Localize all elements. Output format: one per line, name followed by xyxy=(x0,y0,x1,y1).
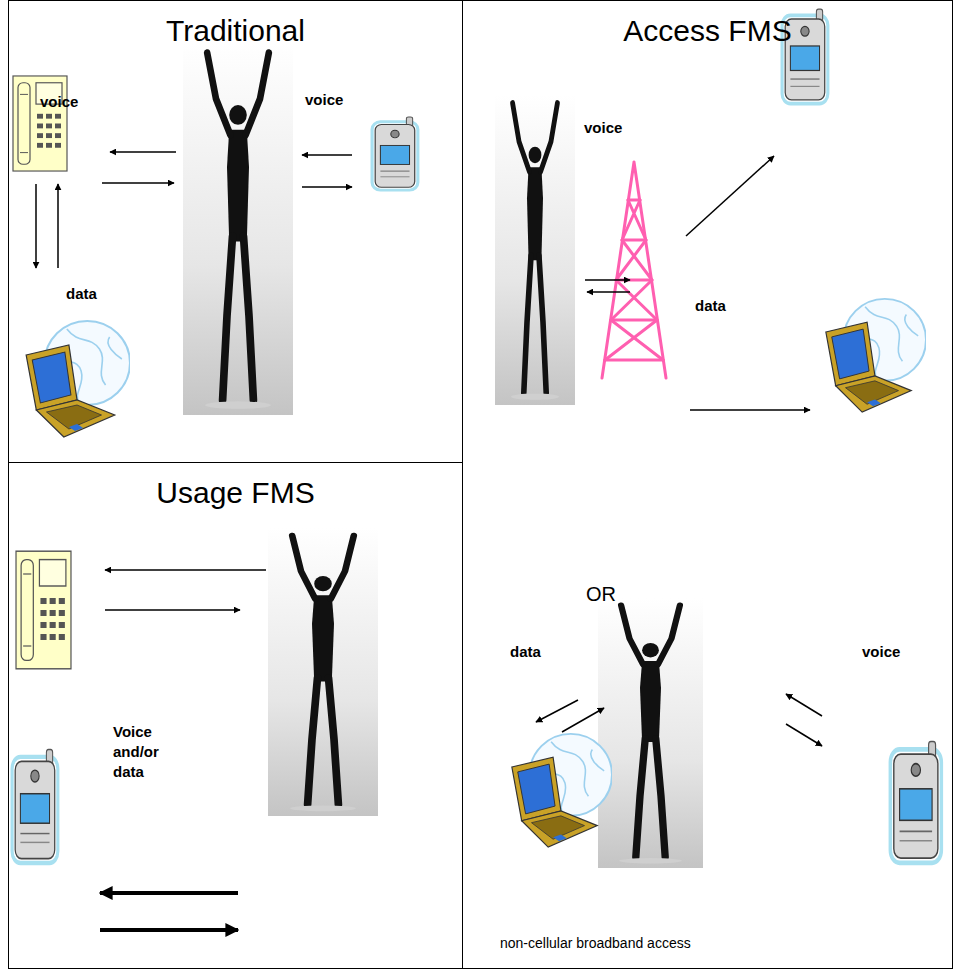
panel-title: Usage FMS xyxy=(9,463,462,511)
channel-label: data xyxy=(66,284,97,303)
mobile-phone-icon xyxy=(890,742,941,863)
person-figure xyxy=(183,43,293,415)
person-figure xyxy=(268,528,378,816)
panel-title: Access FMS xyxy=(463,1,952,49)
panel-title: Traditional xyxy=(9,1,462,49)
channel-label: Voice and/or data xyxy=(113,722,171,782)
channel-label: voice xyxy=(305,90,343,109)
desk-phone-icon xyxy=(13,76,67,171)
desk-phone-icon xyxy=(16,551,71,669)
arrows xyxy=(536,694,822,746)
panel-box: Access FMS xyxy=(462,0,953,969)
laptop-globe-icon xyxy=(826,299,926,412)
mobile-phone-icon xyxy=(372,117,418,190)
laptop-globe-icon xyxy=(512,734,612,847)
channel-label: data xyxy=(510,642,541,661)
panel-box: Usage FMS xyxy=(8,462,463,969)
channel-label: voice xyxy=(40,92,78,111)
arrows xyxy=(100,570,266,930)
or-separator: OR xyxy=(586,582,616,607)
mobile-phone-icon xyxy=(12,749,58,863)
channel-label: voice xyxy=(584,118,622,137)
person-figure xyxy=(598,598,703,868)
arrows xyxy=(36,152,352,268)
panel-box: Traditional xyxy=(8,0,463,463)
channel-label: voice xyxy=(862,642,900,661)
channel-label: data xyxy=(695,296,726,315)
laptop-globe-icon xyxy=(26,321,130,437)
cell-tower-icon xyxy=(602,162,666,378)
note-text: non-cellular broadband access xyxy=(500,934,691,952)
arrows xyxy=(585,156,810,410)
person-figure xyxy=(495,95,575,405)
